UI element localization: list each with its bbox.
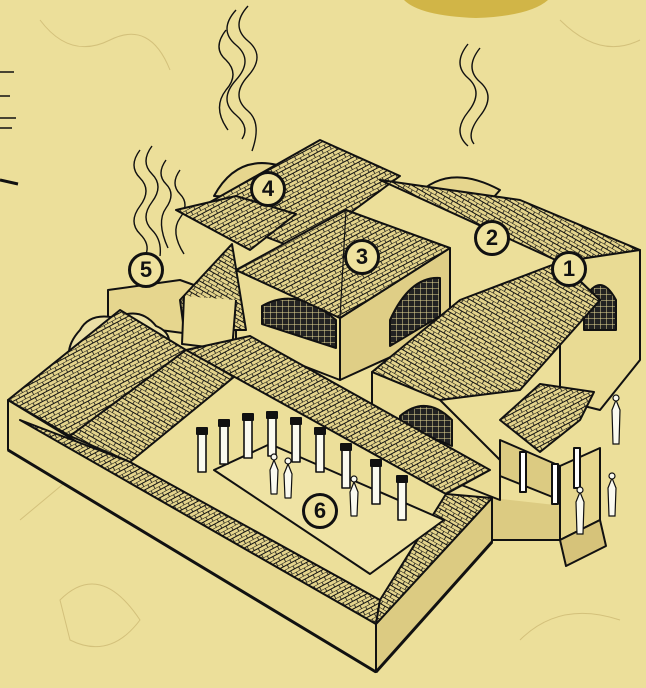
medallion-shape	[404, 0, 548, 18]
label-badge-5: 5	[128, 252, 164, 288]
label-badge-1: 1	[551, 251, 587, 287]
label-badge-3: 3	[344, 239, 380, 275]
label-badge-6: 6	[302, 493, 338, 529]
edge-marks	[0, 72, 18, 184]
label-badge-4: 4	[250, 171, 286, 207]
label-badge-2: 2	[474, 220, 510, 256]
